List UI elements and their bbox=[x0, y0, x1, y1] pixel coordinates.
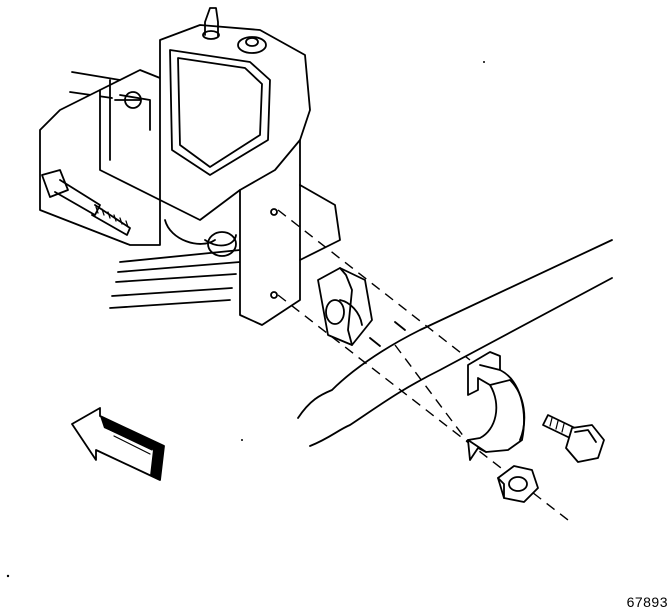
mounting-bolt bbox=[41, 169, 131, 236]
figure-number: 67893 bbox=[626, 594, 668, 610]
frame-bracket bbox=[39, 7, 341, 326]
stabilizer-bushing bbox=[317, 267, 373, 346]
frame-rails bbox=[69, 71, 241, 309]
clamp-bolt bbox=[542, 414, 605, 463]
stabilizer-bar bbox=[297, 239, 613, 447]
bushing-clamp bbox=[467, 351, 526, 461]
front-direction-arrow-icon bbox=[71, 407, 165, 481]
print-specks bbox=[6, 61, 485, 578]
alignment-lines bbox=[277, 209, 569, 521]
clamp-nut bbox=[497, 465, 539, 503]
